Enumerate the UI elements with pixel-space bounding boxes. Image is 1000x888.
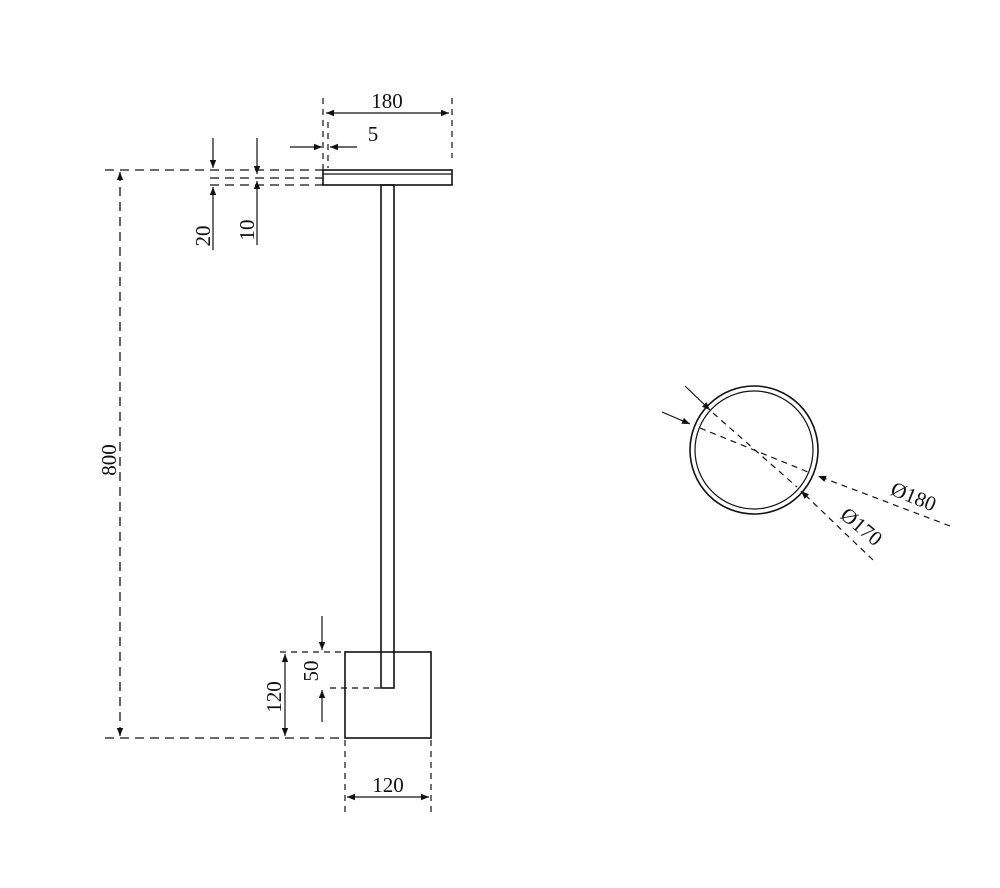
dim-label-top-thickness-outer: 20 bbox=[191, 226, 215, 247]
outer-circle bbox=[689, 385, 819, 515]
dim-label-base-width: 120 bbox=[372, 773, 404, 797]
top-plate bbox=[322, 169, 453, 186]
dim-label-top-thickness-inner: 10 bbox=[235, 220, 259, 241]
dim-label-base-height: 120 bbox=[262, 681, 286, 713]
dim-inner-diameter: Ø170 bbox=[684, 385, 887, 561]
dim-outer-diameter: Ø180 bbox=[661, 411, 951, 527]
dim-label-outer-diameter: Ø180 bbox=[887, 477, 939, 517]
dim-label-inner-diameter: Ø170 bbox=[836, 502, 887, 550]
inner-circle bbox=[694, 390, 814, 510]
dim-label-top-width: 180 bbox=[371, 89, 403, 113]
dim-top-width: 180 bbox=[322, 89, 453, 170]
dim-label-top-inset: 5 bbox=[368, 122, 379, 146]
side-view bbox=[322, 169, 453, 739]
dim-total-height: 800 bbox=[97, 172, 345, 739]
top-view bbox=[689, 385, 819, 515]
pole bbox=[380, 184, 395, 689]
dim-base-height: 120 bbox=[262, 651, 345, 736]
base-block bbox=[344, 651, 432, 739]
dim-pole-insert: 50 bbox=[299, 616, 381, 722]
dim-label-pole-insert: 50 bbox=[299, 661, 323, 682]
dim-top-inset: 5 bbox=[290, 122, 378, 168]
dim-top-thickness-inner: 10 bbox=[235, 138, 261, 245]
dim-top-thickness-outer: 20 bbox=[191, 138, 217, 250]
dim-label-total-height: 800 bbox=[97, 444, 121, 476]
top-extension-lines bbox=[105, 169, 323, 186]
dim-base-width: 120 bbox=[344, 740, 432, 812]
